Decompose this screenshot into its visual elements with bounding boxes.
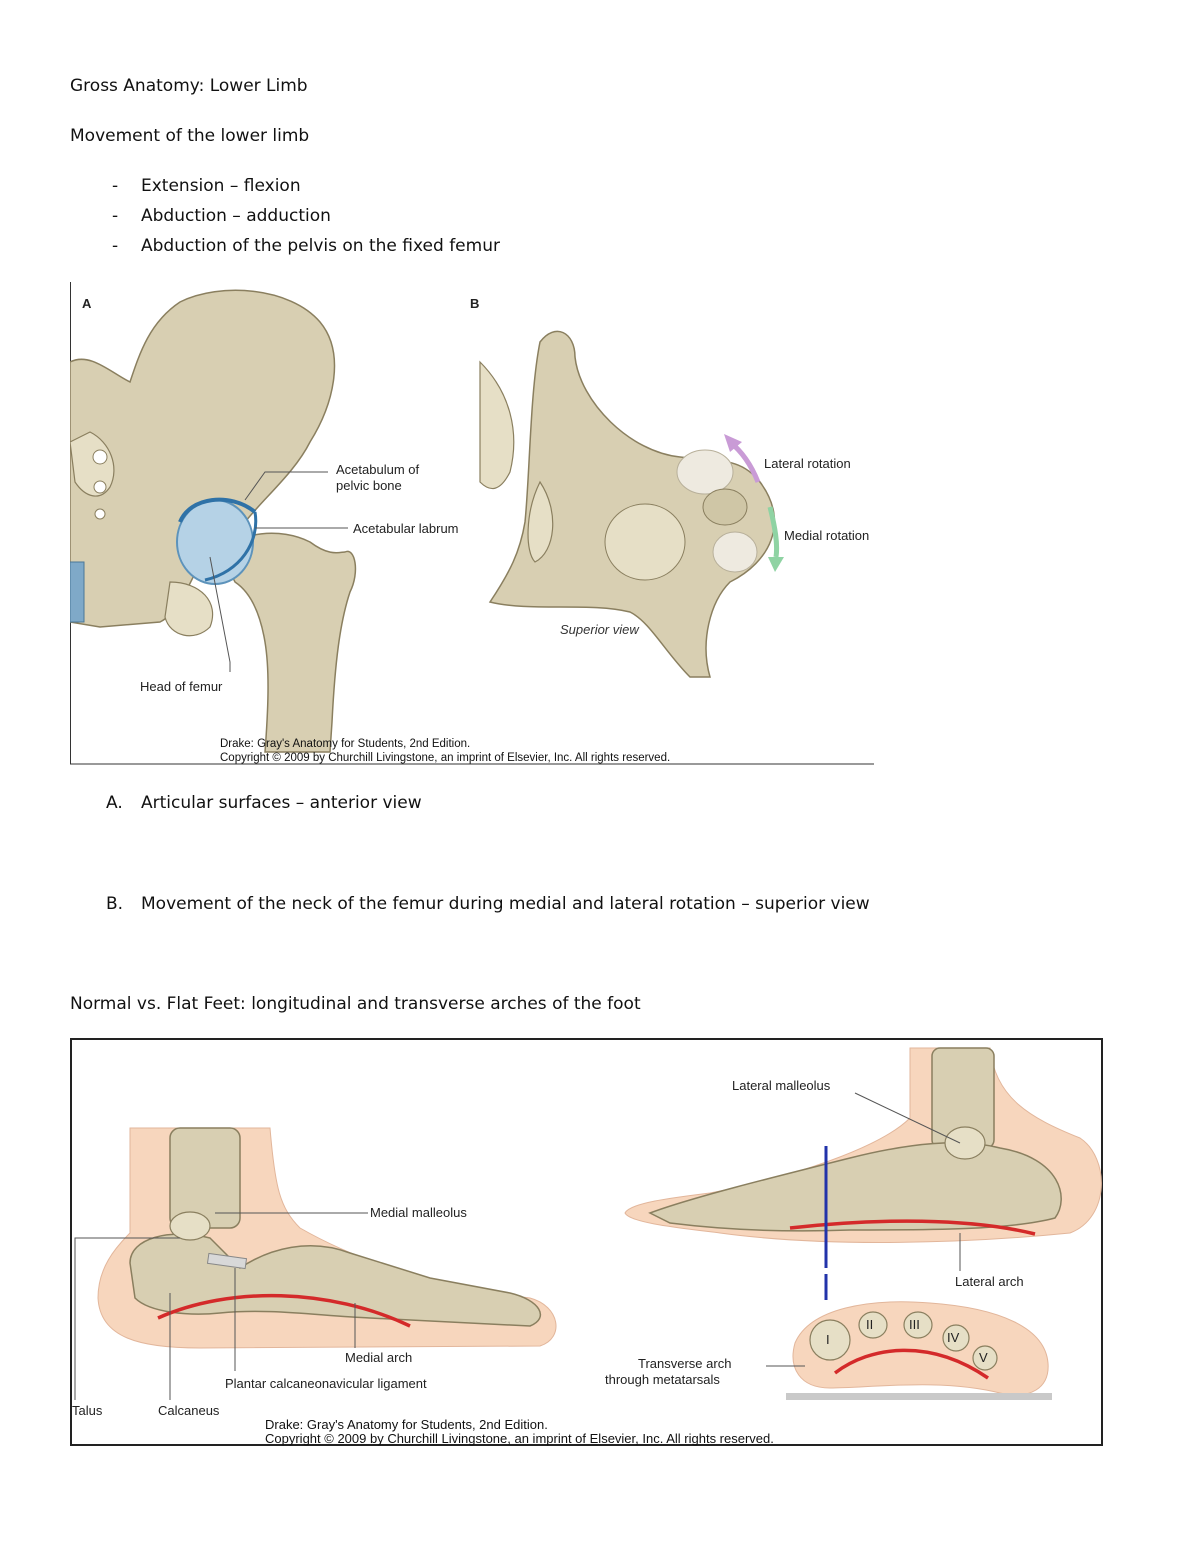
panel-label-b: B xyxy=(470,296,479,311)
metatarsal-label: IV xyxy=(947,1330,960,1345)
label-transverse-arch-line2: through metatarsals xyxy=(605,1372,720,1387)
label-head-of-femur: Head of femur xyxy=(140,679,223,694)
pelvis-illustration xyxy=(70,289,336,637)
metatarsal-label: III xyxy=(909,1317,920,1332)
bullet-marker: - xyxy=(112,236,119,256)
caption-b: Movement of the neck of the femur during… xyxy=(141,894,870,914)
caption-marker-b: B. xyxy=(106,894,124,914)
label-transverse-arch: Transverse arch xyxy=(638,1356,731,1371)
figure-credit: Drake: Gray's Anatomy for Students, 2nd … xyxy=(265,1417,548,1432)
caption-a: Articular surfaces – anterior view xyxy=(141,793,422,813)
figure-copyright: Copyright © 2009 by Churchill Livingston… xyxy=(265,1431,774,1446)
bullet-item: Extension – flexion xyxy=(141,176,301,196)
section-heading-movement: Movement of the lower limb xyxy=(70,126,310,146)
metatarsal-circles: I II III IV V xyxy=(809,1311,998,1371)
rotation-arrows xyxy=(724,434,784,572)
label-acetabulum: Acetabulum of xyxy=(336,462,419,477)
label-lateral-arch: Lateral arch xyxy=(955,1274,1024,1289)
section-heading-flat-feet: Normal vs. Flat Feet: longitudinal and t… xyxy=(70,994,641,1014)
foot-arches-figure: I II III IV V Lateral malleolus Medial m… xyxy=(70,1038,1103,1446)
bullet-item: Abduction – adduction xyxy=(141,206,331,226)
label-medial-rotation: Medial rotation xyxy=(784,528,869,543)
label-lateral-malleolus: Lateral malleolus xyxy=(732,1078,831,1093)
label-superior-view: Superior view xyxy=(560,622,640,637)
caption-marker-a: A. xyxy=(106,793,123,813)
transverse-section-illustration xyxy=(786,1301,1052,1400)
hip-joint-figure: A B Acetabulum of pelvic bone Acetabular… xyxy=(70,282,874,765)
metatarsal-label: V xyxy=(979,1350,988,1365)
metatarsal-label: I xyxy=(826,1332,830,1347)
lateral-foot-illustration xyxy=(624,1047,1102,1300)
superior-view-illustration xyxy=(479,330,776,678)
panel-label-a: A xyxy=(82,296,92,311)
bullet-marker: - xyxy=(112,206,119,226)
femur-illustration xyxy=(219,532,357,753)
bullet-marker: - xyxy=(112,176,119,196)
figure-copyright: Copyright © 2009 by Churchill Livingston… xyxy=(220,752,670,764)
label-medial-malleolus: Medial malleolus xyxy=(370,1205,467,1220)
label-lateral-rotation: Lateral rotation xyxy=(764,456,851,471)
medial-foot-illustration xyxy=(97,1127,557,1349)
label-medial-arch: Medial arch xyxy=(345,1350,412,1365)
label-talus: Talus xyxy=(72,1403,103,1418)
bullet-item: Abduction of the pelvis on the fixed fem… xyxy=(141,236,500,256)
label-calcaneus: Calcaneus xyxy=(158,1403,220,1418)
label-plantar-ligament: Plantar calcaneonavicular ligament xyxy=(225,1376,427,1391)
label-acetabulum-line2: pelvic bone xyxy=(336,478,402,493)
figure-credit: Drake: Gray's Anatomy for Students, 2nd … xyxy=(220,738,470,750)
label-acetabular-labrum: Acetabular labrum xyxy=(353,521,459,536)
document-title: Gross Anatomy: Lower Limb xyxy=(70,76,308,96)
metatarsal-label: II xyxy=(866,1317,873,1332)
